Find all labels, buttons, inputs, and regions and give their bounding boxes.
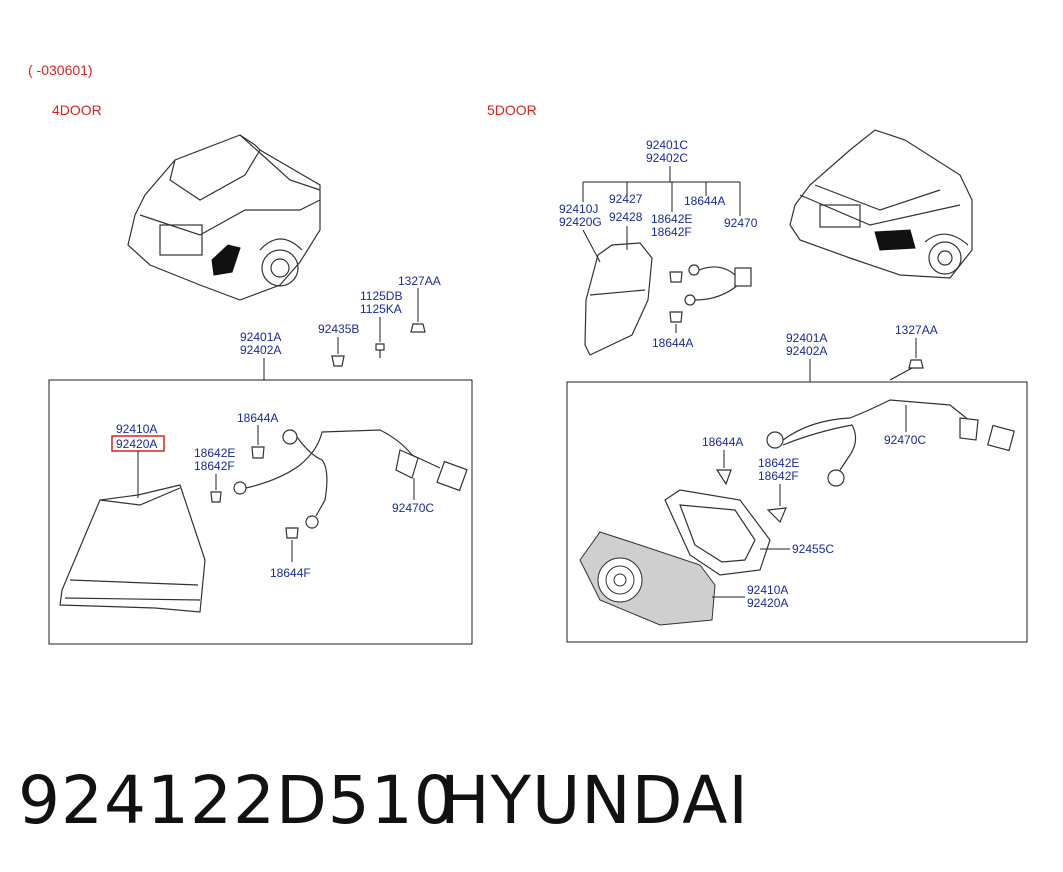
bulb-icon-right [715,469,732,486]
label-92402A-right: 92402A [786,344,827,358]
label-18642F-left: 18642F [194,459,235,473]
label-18642F-right: 18642F [758,469,799,483]
label-92420G: 92420G [559,215,602,229]
label-92402C: 92402C [646,151,688,165]
right-harness-group: 92470C 18644A 18642E 18642F [702,399,1015,524]
label-18642E-top: 18642E [651,212,692,226]
left-panel-box [48,379,473,645]
right-top-assembly: 92401C 92402C 92410J 92420G 92427 92428 … [559,138,758,356]
nut-icon-right [908,359,924,369]
hatchback-car-illustration [789,129,973,279]
label-1125KA: 1125KA [360,302,402,316]
grommet-icon [395,449,419,479]
gasket-group: 92455C [664,489,834,576]
label-92435B: 92435B [318,322,359,336]
variant-5door-label: 5DOOR [487,102,537,118]
label-18644A-top: 18644A [684,194,725,208]
clip-icon [331,355,345,367]
label-1125DB: 1125DB [360,289,402,303]
part-number-footer: 924122D510 [18,762,457,839]
label-18642F-top: 18642F [651,225,692,239]
label-18644F: 18644F [270,566,311,580]
label-92402A-left: 92402A [240,343,281,357]
left-tail-lamp: 92410A 92420A [59,422,206,613]
variant-4door-label: 4DOOR [52,102,102,118]
left-fastener-group: 1327AA 1125DB 1125KA 92435B [318,274,441,367]
label-92401A-right: 92401A [786,331,827,345]
sedan-car-illustration [127,134,321,301]
label-92410A-left: 92410A [116,422,157,436]
label-92420A-highlighted: 92420A [116,437,157,451]
label-92410A-right: 92410A [747,583,788,597]
label-92410J: 92410J [559,202,598,216]
label-1327AA-left: 1327AA [398,274,441,288]
label-92401C: 92401C [646,138,688,152]
socket-icon-right [766,507,787,524]
label-92470C-right: 92470C [884,433,926,447]
nut-icon [410,323,426,333]
label-1327AA-right: 1327AA [895,323,938,337]
label-92420A-right: 92420A [747,596,788,610]
label-18644A-right: 18644A [702,435,743,449]
brand-footer: HYUNDAI [440,762,749,839]
date-range-label: ( -030601) [28,62,93,78]
label-92455C: 92455C [792,542,834,556]
right-tail-lamp: 92410A 92420A [579,531,788,626]
screw-icon [375,343,385,358]
connector-icon [436,460,468,492]
label-18644A-bottom: 18644A [652,336,693,350]
bulb-icon [251,446,265,459]
label-92401A-left: 92401A [240,330,281,344]
label-18642E-left: 18642E [194,446,235,460]
bulb-icon-3 [285,527,299,539]
left-harness-group: 18644A 18642E 18642F 92470C 18644F [194,411,468,580]
label-92427: 92427 [609,192,643,206]
label-18644A-left: 18644A [237,411,278,425]
bulb-icon-2 [210,491,222,503]
label-92470: 92470 [724,216,758,230]
label-18642E-right: 18642E [758,456,799,470]
label-92428: 92428 [609,210,643,224]
label-92470C-left: 92470C [392,501,434,515]
right-panel-box [566,381,1028,643]
